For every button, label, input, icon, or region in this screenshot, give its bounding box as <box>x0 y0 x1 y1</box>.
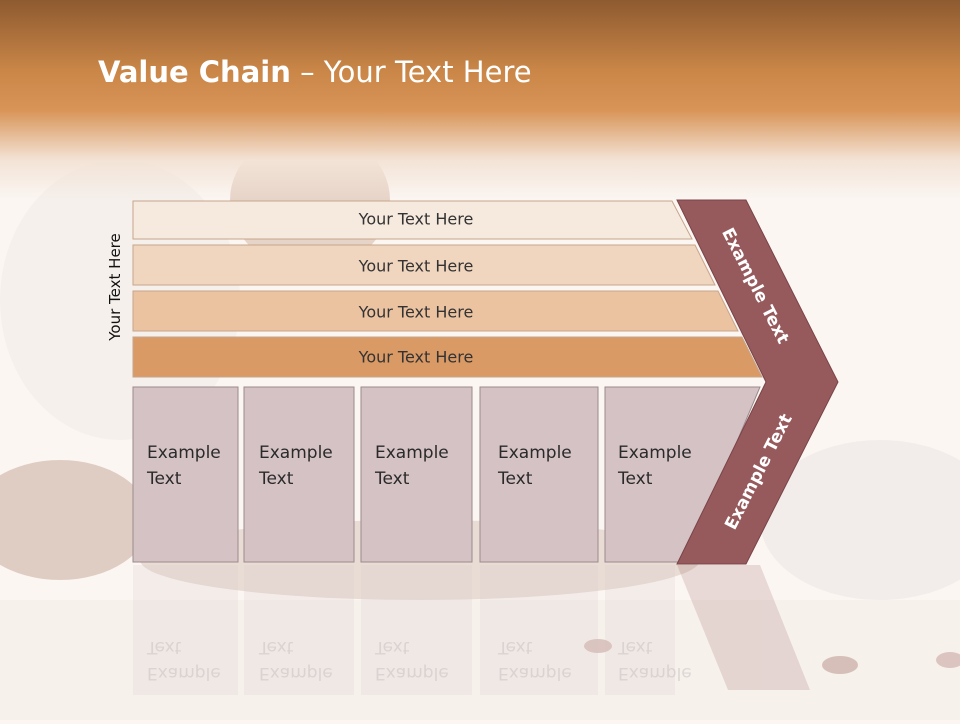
cell-text-5-line2: Text <box>618 469 653 489</box>
reflection-text-5: Example Text <box>618 634 692 686</box>
cell-2 <box>243 386 355 563</box>
cell-text-3-line1: Example <box>375 443 449 463</box>
bar-1 <box>132 200 693 240</box>
reflection-text-2: Example Text <box>259 634 333 686</box>
reflection-text-1-line2: Text <box>147 637 182 657</box>
reflection-text-4: Example Text <box>498 634 572 686</box>
bar-3 <box>132 290 739 332</box>
cell-text-4-line1: Example <box>498 443 572 463</box>
cell-text-4-line2: Text <box>498 469 533 489</box>
cell-text-2-line1: Example <box>259 443 333 463</box>
bar-4 <box>132 336 763 378</box>
reflection-text-2-line1: Example <box>259 663 333 683</box>
reflection-text-3: Example Text <box>375 634 449 686</box>
reflection-text-4-line1: Example <box>498 663 572 683</box>
cell-text-5-line1: Example <box>618 443 692 463</box>
cell-3 <box>360 386 473 563</box>
reflection-text-3-line2: Text <box>375 637 410 657</box>
cell-text-3-line2: Text <box>375 469 410 489</box>
cell-1 <box>132 386 239 563</box>
cell-text-2-line2: Text <box>259 469 294 489</box>
reflection-text-5-line1: Example <box>618 663 692 683</box>
header-band <box>0 0 960 200</box>
title-rest: – Your Text Here <box>290 55 532 89</box>
cell-text-1-line1: Example <box>147 443 221 463</box>
bar-label-4: Your Text Here <box>358 347 474 367</box>
cell-4 <box>479 386 599 563</box>
bar-label-2: Your Text Here <box>358 256 474 276</box>
reflection <box>133 565 810 695</box>
reflection-text-1-line1: Example <box>147 663 221 683</box>
reflection-text-5-line2: Text <box>618 637 653 657</box>
reflection-text-2-line2: Text <box>259 637 294 657</box>
reflection-text-3-line1: Example <box>375 663 449 683</box>
reflection-text-4-line2: Text <box>498 637 533 657</box>
bar-label-3: Your Text Here <box>358 302 474 322</box>
bar-label-1: Your Text Here <box>358 209 474 229</box>
cell-text-1-line2: Text <box>147 469 182 489</box>
bar-2 <box>132 244 716 286</box>
slide-title: Value Chain – Your Text Here <box>98 55 532 89</box>
reflection-text-1: Example Text <box>147 634 221 686</box>
title-bold: Value Chain <box>98 55 291 89</box>
chevron-arrow <box>676 199 839 565</box>
